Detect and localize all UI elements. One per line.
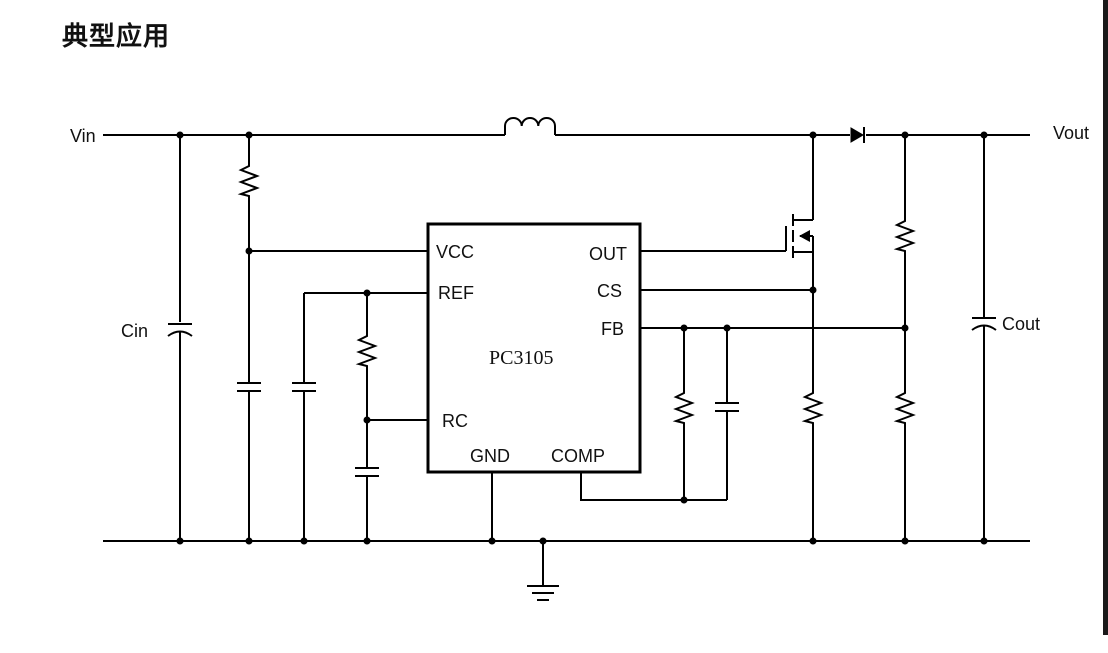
pin-ref: REF [438, 283, 474, 303]
comp-wire [580, 472, 727, 501]
pin-vcc: VCC [436, 242, 474, 262]
scrollbar-edge[interactable] [1103, 0, 1108, 635]
mosfet [640, 135, 814, 389]
pin-cs: CS [597, 281, 622, 301]
inductor [504, 117, 556, 135]
cout-label: Cout [1002, 314, 1040, 334]
ref-capacitor [292, 292, 428, 541]
comp-resistor [675, 388, 693, 426]
pin-gnd: GND [470, 446, 510, 466]
page-title: 典型应用 [62, 22, 171, 52]
feedback-divider [896, 135, 914, 541]
pin-rc: RC [442, 411, 468, 431]
ground-symbol [527, 585, 559, 601]
rc-resistor [358, 331, 376, 369]
pin-fb: FB [601, 319, 624, 339]
vcc-branch [237, 135, 428, 541]
chip-name: PC3105 [489, 347, 553, 369]
ground-rail [103, 540, 1030, 586]
sense-resistor [804, 388, 822, 541]
vcc-pullup-resistor [240, 161, 258, 199]
vin-label: Vin [70, 126, 96, 146]
vout-label: Vout [1053, 123, 1089, 143]
diode [850, 127, 865, 143]
cin-capacitor [167, 135, 193, 541]
pc3105-chip: PC3105 VCC REF RC GND COMP OUT CS FB [426, 222, 642, 474]
pin-out: OUT [589, 244, 627, 264]
fb-network [640, 327, 905, 500]
pin-comp: COMP [551, 446, 605, 466]
cin-label: Cin [121, 321, 148, 341]
cout-capacitor [971, 135, 997, 541]
junction-dots [176, 131, 988, 545]
